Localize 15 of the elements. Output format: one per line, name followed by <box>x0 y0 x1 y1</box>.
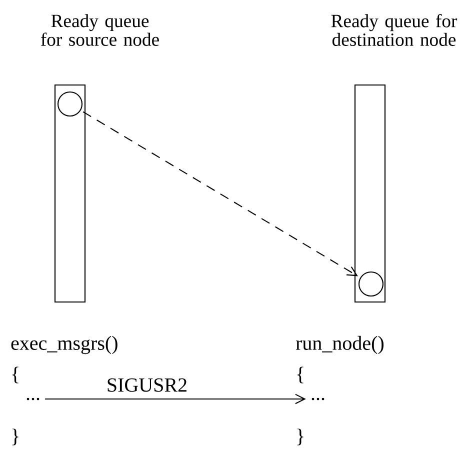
process-circle <box>358 271 384 297</box>
code-text: } <box>12 428 18 446</box>
arrow <box>45 394 306 404</box>
process-circle <box>57 91 83 117</box>
code-text: exec_msgrs() <box>11 336 118 354</box>
arrow <box>82 111 358 276</box>
queue-heading: Ready queue for destination node <box>331 14 458 46</box>
ellipsis-text: ... <box>26 398 40 400</box>
code-text: } <box>297 428 304 446</box>
queue-heading: Ready queue for source node <box>40 14 159 46</box>
edge-label: SIGUSR2 <box>105 377 189 394</box>
ellipsis-text: ... <box>312 398 324 400</box>
code-text: { <box>12 366 18 384</box>
code-text: { <box>297 366 304 384</box>
code-text: run_node() <box>296 336 384 354</box>
